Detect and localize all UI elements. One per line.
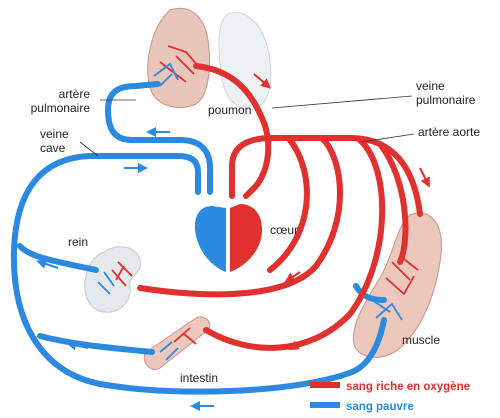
muscle-capillaries-red — [385, 255, 419, 296]
intestine-shape — [143, 316, 211, 370]
heart — [194, 204, 262, 274]
intestine-artery-vessel — [203, 137, 386, 351]
legend-swatch-poor — [310, 402, 340, 408]
label-veine-cave-2: cave — [40, 141, 66, 155]
capillary-nets — [97, 45, 419, 361]
heart-right-red — [230, 204, 262, 272]
label-coeur: cœur — [270, 223, 298, 237]
kidney-capillaries-blue — [97, 271, 115, 295]
arrow-pulmonary-vein — [253, 73, 272, 89]
label-poumon: poumon — [208, 103, 251, 117]
label-artere-pulmonaire-2: pulmonaire — [31, 101, 91, 115]
arrow-intestine-vein — [66, 340, 89, 351]
lung-right-shape — [218, 12, 272, 110]
label-veine-cave-1: veine — [40, 127, 69, 141]
kidney-capillaries-red — [111, 261, 133, 287]
arrow-intestine-artery — [288, 339, 307, 350]
muscle-return-vessel — [353, 283, 387, 303]
aorta-vessel — [229, 135, 423, 217]
legend: sang riche en oxygène sang pauvre — [310, 381, 470, 413]
arrow-kidney-vein — [36, 259, 59, 269]
arrow-kidney-artery — [284, 271, 301, 283]
muscle-capillaries-blue — [371, 299, 403, 321]
label-veine-pulmonaire-2: pulmonaire — [416, 93, 476, 107]
lung-capillaries-blue — [153, 62, 179, 87]
label-muscle: muscle — [402, 333, 440, 347]
arrow-aorta — [419, 167, 430, 188]
blue-vessels — [10, 81, 387, 395]
label-veine-pulmonaire-1: veine — [416, 79, 445, 93]
legend-label-poor: sang pauvre — [346, 401, 414, 413]
label-rein: rein — [68, 235, 88, 249]
kidney-artery-vessel — [137, 135, 343, 298]
muscle-shape — [352, 212, 442, 358]
muscle-artery-vessel — [377, 141, 409, 265]
legend-label-rich: sang riche en oxygène — [346, 381, 470, 393]
kidney-return-vessel — [17, 243, 99, 273]
kidney-shape — [84, 246, 141, 313]
intestine-return-vessel — [37, 333, 155, 355]
leader-artere-aorte — [361, 133, 415, 143]
heart-septum — [226, 204, 230, 274]
label-artere-pulmonaire-1: artère — [59, 87, 91, 101]
flow-arrows — [36, 73, 430, 411]
lower-artery-vessel — [267, 137, 310, 273]
legend-swatch-rich — [310, 382, 340, 388]
pulmonary-vein-vessel — [193, 63, 272, 199]
leader-veine-cave — [79, 141, 99, 157]
leader-lines — [79, 95, 415, 157]
label-artere-aorte: artère aorte — [418, 125, 480, 139]
red-vessels — [137, 63, 423, 351]
pulmonary-artery-vessel — [105, 81, 213, 195]
label-intestin: intestin — [180, 371, 218, 385]
heart-left-blue — [194, 206, 226, 272]
leader-veine-pulmonaire — [271, 95, 413, 109]
intestine-capillaries-blue — [159, 341, 179, 361]
intestine-capillaries-red — [173, 327, 197, 345]
vena-cava-vessel — [10, 153, 387, 395]
